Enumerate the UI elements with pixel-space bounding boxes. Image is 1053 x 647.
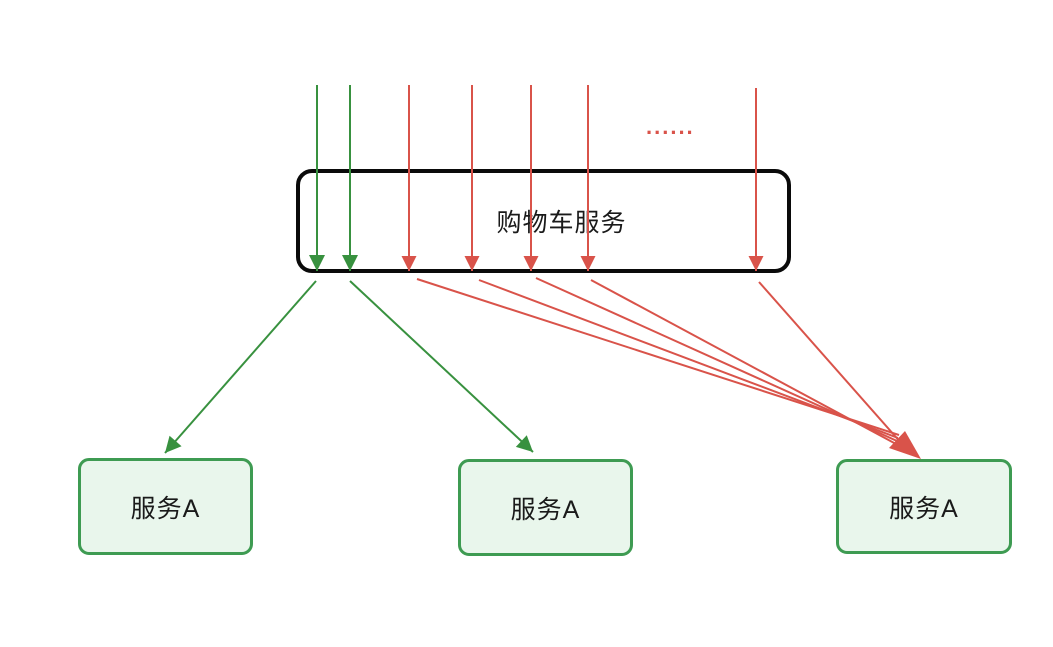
- outgoing-green-arrow-2: [349, 280, 534, 453]
- outgoing-red-line-2: [478, 279, 899, 439]
- cart-service-label: 购物车服务: [496, 209, 627, 237]
- outgoing-red-line-3: [535, 277, 898, 442]
- service-box-1-label: 服务A: [130, 494, 201, 523]
- ellipsis-dots: ......: [646, 114, 695, 139]
- service-box-2: 服务A: [458, 459, 633, 556]
- outgoing-green-arrow-1: [164, 280, 317, 454]
- cart-service-box: 购物车服务: [296, 169, 791, 273]
- converging-red-arrowhead: [889, 431, 921, 459]
- outgoing-red-line-4: [590, 279, 897, 445]
- service-box-1: 服务A: [78, 458, 253, 555]
- service-box-2-label: 服务A: [510, 495, 581, 524]
- service-box-3-label: 服务A: [889, 494, 959, 523]
- service-box-3: 服务A: [836, 459, 1012, 554]
- outgoing-red-line-5: [758, 281, 903, 445]
